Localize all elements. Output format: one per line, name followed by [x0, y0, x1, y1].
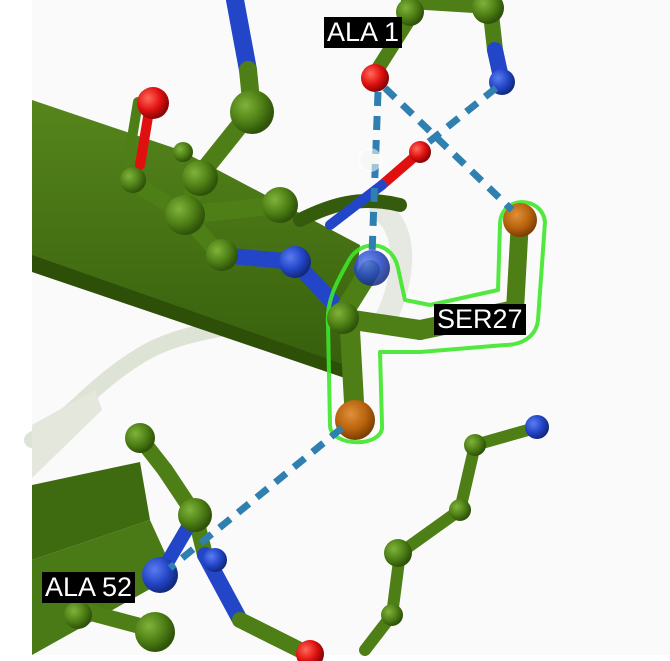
hbond-ser27-to-ala52 [167, 425, 345, 571]
lower-sheet-ribbon [32, 462, 150, 560]
residue-label-ala52[interactable]: ALA 52 [42, 572, 136, 603]
backbone-tube [293, 193, 407, 227]
hbond-ala1-o-to-og [382, 85, 515, 213]
hbond-n-to-o [422, 85, 499, 148]
hydrogen-bonds [167, 85, 515, 571]
beta-sheet-edge [32, 255, 345, 378]
residue-label-ala1[interactable]: ALA 1 [324, 17, 403, 48]
hbond-ala1-o-to-ser27 [368, 91, 382, 256]
background-ribbon-fade [32, 390, 102, 478]
residue-label-ser27[interactable]: SER27 [434, 304, 526, 335]
ser27-highlight[interactable] [325, 200, 547, 445]
ghost-atom [358, 148, 382, 172]
background-coil-2 [369, 199, 413, 331]
